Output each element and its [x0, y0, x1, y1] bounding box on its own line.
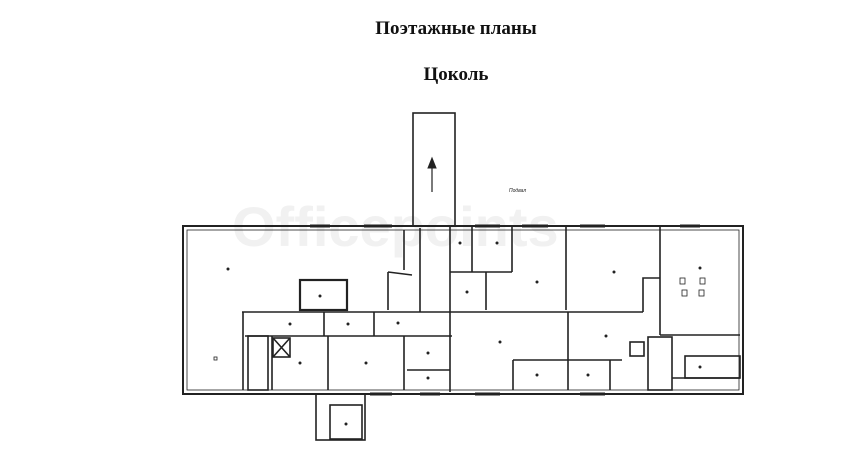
stairwell-right: [647, 336, 673, 391]
basement-label: Подвал: [509, 188, 526, 194]
windows: [310, 224, 700, 396]
stairwell-left: [247, 335, 269, 391]
outer-wall: [182, 225, 744, 395]
arrow-up-icon: [427, 156, 437, 192]
walls: [182, 112, 744, 441]
furniture: [213, 277, 706, 361]
room-markers: [226, 241, 702, 426]
inner-room: [298, 278, 349, 312]
floor-title: Цоколь: [423, 64, 489, 85]
elevator: [272, 337, 291, 358]
page-title: Поэтажные планы: [375, 18, 537, 39]
annex: [315, 393, 366, 441]
